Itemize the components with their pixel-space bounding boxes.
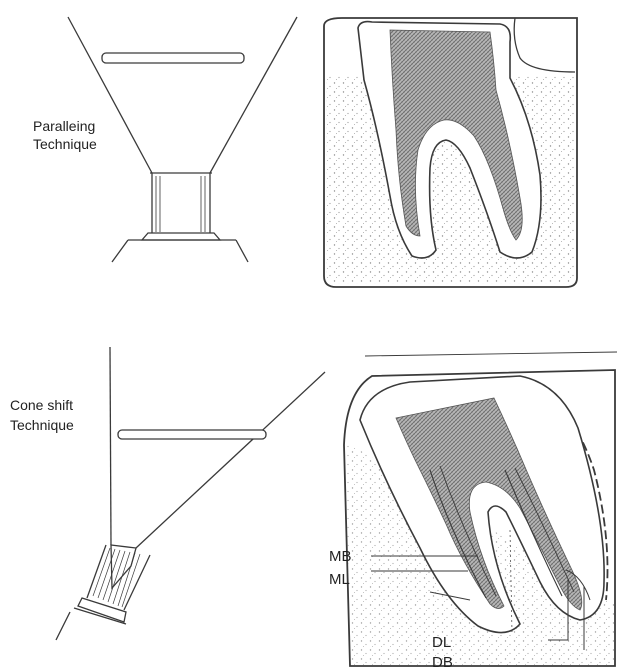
paralleling-xray-cone — [68, 17, 297, 262]
paralleling-label-line1: Paralleing — [33, 118, 95, 134]
paralleling-label-line2: Technique — [33, 136, 97, 152]
paralleling-film-bar — [102, 53, 244, 63]
cone-shift-film-bar — [118, 430, 266, 439]
paralleling-tooth-radiograph — [324, 18, 577, 287]
cone-shift-xray-cone — [56, 347, 325, 640]
root-label-mb: MB — [329, 548, 352, 565]
root-label-ml: ML — [329, 571, 350, 588]
cone-shift-label-line2: Technique — [10, 417, 74, 433]
root-label-db: DB — [432, 654, 453, 671]
root-label-dl: DL — [432, 634, 451, 651]
cone-shift-tooth-radiograph — [344, 352, 617, 666]
cone-shift-label-line1: Cone shift — [10, 397, 73, 413]
